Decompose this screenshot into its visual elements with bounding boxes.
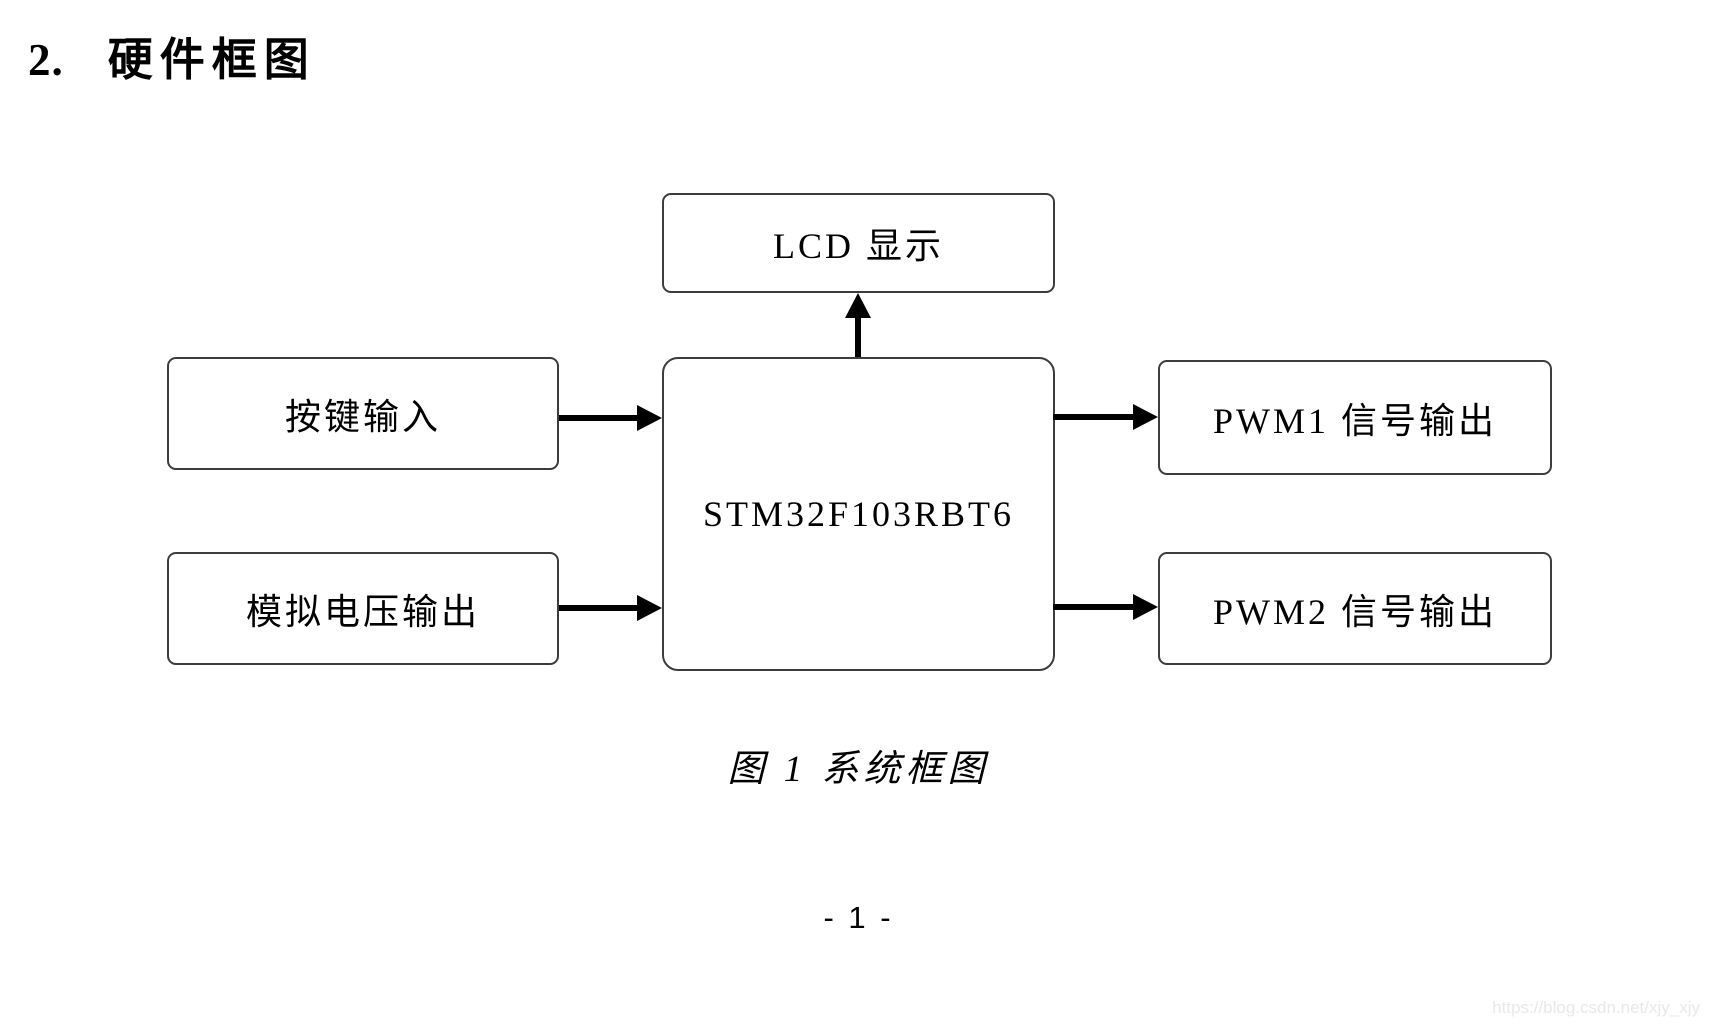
arrow-mcu-to-lcd xyxy=(845,293,871,357)
node-lcd-display: LCD 显示 xyxy=(662,193,1055,293)
watermark-url: https://blog.csdn.net/xjy_xjy xyxy=(1492,998,1700,1017)
node-analog-voltage-output: 模拟电压输出 xyxy=(167,552,559,665)
arrow-shaft xyxy=(559,605,637,611)
node-mcu: STM32F103RBT6 xyxy=(662,357,1055,671)
arrow-right-icon xyxy=(637,595,662,621)
arrow-analog-output-to-mcu xyxy=(559,595,662,621)
arrow-shaft xyxy=(1053,414,1133,420)
arrow-up-icon xyxy=(845,293,871,318)
arrow-right-icon xyxy=(1133,404,1158,430)
arrow-shaft xyxy=(855,318,861,357)
arrow-shaft xyxy=(1053,604,1133,610)
section-title: 硬件框图 xyxy=(107,35,316,85)
node-pwm1-signal-output-label: PWM1 信号输出 xyxy=(1212,400,1497,441)
node-pwm1-signal-output: PWM1 信号输出 xyxy=(1158,360,1552,475)
node-key-input-label: 按键输入 xyxy=(284,396,441,437)
arrow-right-icon xyxy=(1133,594,1158,620)
page-number: - 1 - xyxy=(823,900,894,935)
node-pwm2-signal-output: PWM2 信号输出 xyxy=(1158,552,1552,665)
figure-caption: 图 1 系统框图 xyxy=(727,749,990,790)
node-pwm2-signal-output-label: PWM2 信号输出 xyxy=(1212,591,1497,632)
node-key-input: 按键输入 xyxy=(167,357,559,470)
arrow-mcu-to-pwm1 xyxy=(1053,404,1158,430)
arrow-right-icon xyxy=(637,405,662,431)
section-heading: 2. 硬件框图 xyxy=(28,35,316,86)
node-mcu-label: STM32F103RBT6 xyxy=(702,494,1015,534)
arrow-key-input-to-mcu xyxy=(559,405,662,431)
node-analog-voltage-output-label: 模拟电压输出 xyxy=(245,591,480,632)
arrow-shaft xyxy=(559,415,637,421)
node-lcd-display-label: LCD 显示 xyxy=(772,226,944,266)
arrow-mcu-to-pwm2 xyxy=(1053,594,1158,620)
section-number: 2. xyxy=(28,35,64,85)
